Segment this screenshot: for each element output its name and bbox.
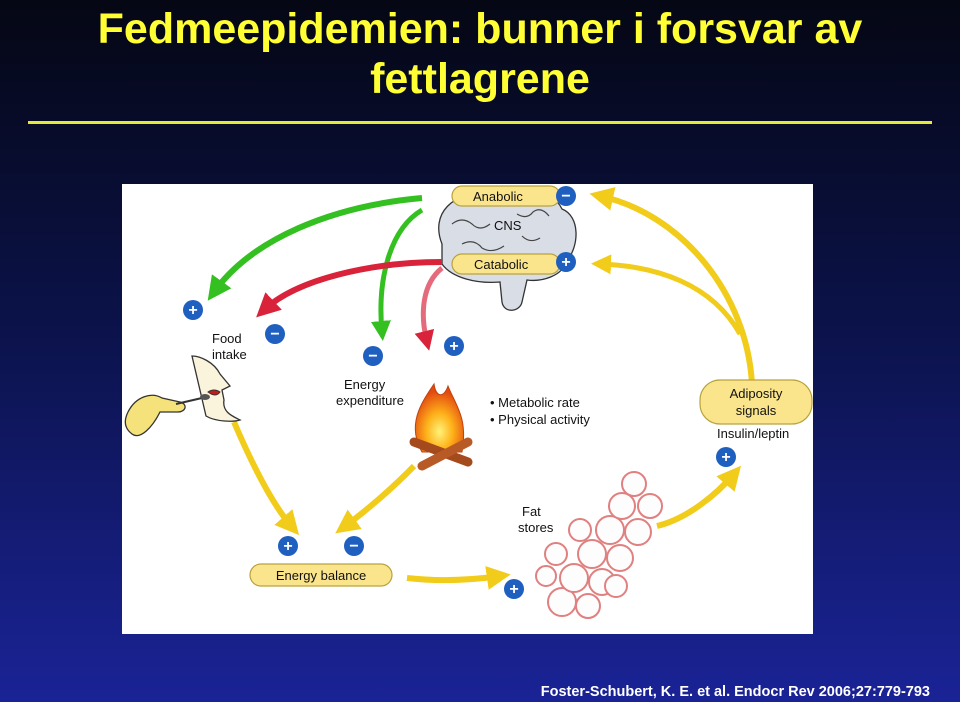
sign-plus-energy-expenditure: + — [444, 336, 464, 356]
svg-text:+: + — [449, 338, 458, 355]
sign-plus-catabolic: + — [556, 252, 576, 272]
cns-label: CNS — [494, 218, 522, 233]
sign-minus-energy-expenditure: − — [363, 346, 383, 366]
anabolic-pill: Anabolic — [451, 185, 561, 207]
sign-plus-energy-balance: + — [278, 536, 298, 556]
physical-activity-label: • Physical activity — [490, 412, 590, 427]
eating-face-icon — [124, 355, 242, 437]
sign-minus-energy-balance: − — [344, 536, 364, 556]
catabolic-pill: Catabolic — [451, 253, 561, 275]
fire-icon — [409, 382, 473, 471]
svg-text:+: + — [283, 538, 292, 555]
energy-balance-label: Energy balance — [276, 568, 366, 583]
fat-stores-line-1: Fat — [522, 504, 541, 519]
slide-title: Fedmeepidemien: bunner i forsvar av fett… — [0, 4, 960, 104]
svg-text:+: + — [188, 302, 197, 319]
food-intake-line-2: intake — [212, 347, 247, 362]
arrow-catabolic-to-food-intake — [256, 259, 443, 318]
svg-text:+: + — [509, 581, 518, 598]
svg-text:−: − — [349, 538, 358, 555]
svg-text:+: + — [561, 254, 570, 271]
arrow-energy-expenditure-to-energy-balance — [335, 463, 417, 534]
fat-cells-icon — [535, 471, 663, 619]
arrow-adiposity-to-anabolic — [589, 187, 755, 385]
svg-text:+: + — [721, 449, 730, 466]
energy-balance-pill: Energy balance — [249, 563, 393, 587]
title-underline — [28, 121, 932, 124]
insulin-leptin-label: Insulin/leptin — [717, 426, 789, 441]
food-intake-line-1: Food — [212, 331, 242, 346]
citation: Foster-Schubert, K. E. et al. Endocr Rev… — [540, 684, 930, 700]
arrow-energy-balance-to-fat-stores — [406, 565, 511, 590]
svg-text:−: − — [368, 348, 377, 365]
arrow-fat-stores-to-adiposity — [656, 465, 741, 529]
sign-minus-anabolic: − — [556, 186, 576, 206]
sign-plus-fat-stores: + — [504, 579, 524, 599]
arrow-food-intake-to-energy-balance — [231, 420, 300, 536]
adiposity-line-1: Adiposity — [730, 386, 783, 401]
arrow-anabolic-to-food-intake — [207, 195, 423, 301]
adiposity-signals-pill: Adiposity signals — [699, 379, 813, 425]
brain-icon: CNS — [438, 187, 577, 311]
catabolic-label: Catabolic — [474, 257, 529, 272]
energy-expenditure-line-1: Energy — [344, 377, 386, 392]
title-line-1: Fedmeepidemien: bunner i forsvar av — [97, 5, 863, 53]
energy-expenditure-line-2: expenditure — [336, 393, 404, 408]
arrow-anabolic-to-energy-expenditure — [371, 207, 424, 341]
metabolic-rate-label: • Metabolic rate — [490, 395, 580, 410]
arrow-catabolic-to-energy-expenditure — [414, 266, 444, 351]
svg-text:−: − — [270, 326, 279, 343]
svg-text:−: − — [561, 188, 570, 205]
sign-plus-food-intake: + — [183, 300, 203, 320]
diagram-panel: CNS Anabolic Catabolic — [122, 184, 813, 634]
anabolic-label: Anabolic — [473, 189, 523, 204]
adiposity-line-2: signals — [736, 403, 777, 418]
fat-stores-line-2: stores — [518, 520, 554, 535]
arrow-adiposity-to-catabolic — [591, 254, 743, 336]
title-line-2: fettlagrene — [370, 55, 590, 103]
sign-minus-food-intake: − — [265, 324, 285, 344]
sign-plus-insulin-leptin: + — [716, 447, 736, 467]
energy-regulation-diagram: CNS Anabolic Catabolic — [124, 185, 813, 619]
